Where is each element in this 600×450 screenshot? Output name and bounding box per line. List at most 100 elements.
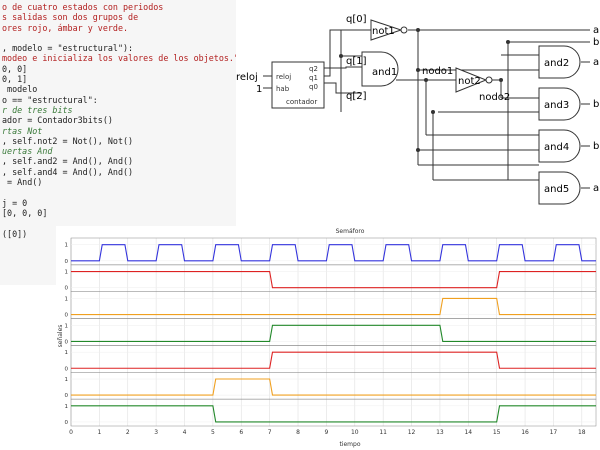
- code-line: o de cuatro estados con periodos: [2, 2, 164, 12]
- y-tick-label: 1: [65, 404, 69, 410]
- wire-q0: [324, 29, 371, 77]
- y-tick-label: 0: [65, 313, 69, 319]
- code-line: o == "estructural":: [2, 94, 98, 105]
- wire-q1: [324, 66, 362, 69]
- signal-series-0: [71, 244, 596, 262]
- and4-label: and4: [544, 142, 569, 153]
- counter-name: contador: [286, 98, 317, 106]
- x-tick-label: 0: [69, 429, 73, 436]
- x-tick-label: 13: [436, 429, 444, 436]
- code-line: [0, 0, 0]: [2, 207, 48, 218]
- code-text[interactable]: o de cuatro estados con periodos s salid…: [0, 0, 236, 239]
- code-line: r de tres bits: [2, 104, 73, 115]
- not2-label: not2: [458, 76, 481, 87]
- x-tick-label: 12: [408, 429, 416, 436]
- counter-out-q0: q0: [309, 83, 318, 91]
- output-6: a: [593, 183, 599, 194]
- code-line: 0, 0]: [2, 63, 28, 74]
- x-tick-label: 14: [464, 429, 472, 436]
- output-5: b: [593, 141, 599, 152]
- signal-series-6: [71, 405, 596, 423]
- y-tick-label: 1: [65, 377, 69, 383]
- x-tick-label: 9: [324, 429, 328, 436]
- x-tick-label: 11: [379, 429, 387, 436]
- signal-series-1: [71, 271, 596, 289]
- output-4: b: [593, 99, 599, 110]
- code-line: , modelo = "estructural"):: [2, 43, 134, 54]
- x-tick-label: 10: [351, 429, 359, 436]
- counter-out-q1: q1: [309, 74, 318, 82]
- code-line: 0, 1]: [2, 74, 28, 85]
- counter-in-hab: hab: [276, 85, 290, 93]
- row-frame: [70, 398, 597, 427]
- code-line: ador = Contador3bits(): [2, 115, 113, 126]
- and1-label: and1: [372, 67, 397, 78]
- wire-q2: [324, 82, 362, 94]
- code-line: s salidas son dos grupos de: [2, 12, 139, 23]
- counter-out-q2: q2: [309, 65, 318, 73]
- label-reloj: reloj: [236, 72, 258, 83]
- y-tick-label: 1: [65, 296, 69, 302]
- wire-not1-out: [408, 29, 419, 165]
- y-tick-label: 0: [65, 339, 69, 345]
- code-line: modelo: [2, 84, 38, 95]
- code-line: , self.and2 = And(), And(): [2, 156, 134, 167]
- x-tick-label: 7: [268, 429, 272, 436]
- label-nodo2: nodo2: [479, 92, 510, 103]
- and2-label: and2: [544, 58, 569, 69]
- code-line: ([0]): [2, 228, 28, 239]
- y-tick-label: 1: [65, 323, 69, 329]
- x-tick-label: 16: [521, 429, 529, 436]
- label-q2: q[2]: [346, 91, 367, 102]
- and5-gate: [538, 171, 581, 205]
- y-tick-label: 1: [65, 243, 69, 249]
- and3-gate: [538, 87, 581, 121]
- and2-gate: [538, 45, 581, 79]
- not1-gate: [370, 19, 403, 41]
- code-line: uertas And: [2, 146, 53, 157]
- output-3: a: [593, 57, 599, 68]
- x-tick-label: 4: [183, 429, 187, 436]
- not2-gate: [455, 67, 488, 93]
- y-tick-label: 0: [65, 366, 69, 372]
- x-tick-label: 5: [211, 429, 215, 436]
- y-tick-label: 1: [65, 350, 69, 356]
- y-tick-label: 0: [65, 420, 69, 426]
- x-tick-label: 18: [578, 429, 586, 436]
- chart-xlabel: tiempo: [339, 441, 360, 448]
- and3-label: and3: [544, 100, 569, 111]
- x-tick-label: 17: [550, 429, 558, 436]
- output-1: a: [593, 25, 599, 36]
- and4-gate: [538, 129, 581, 163]
- counter-block: [271, 61, 325, 109]
- x-tick-label: 8: [296, 429, 300, 436]
- signal-series-3: [71, 324, 596, 342]
- code-line: , self.not2 = Not(), Not(): [2, 135, 134, 146]
- code-line: j = 0: [2, 197, 28, 208]
- and1-gate: [361, 51, 399, 87]
- code-line: ores rojo, ámbar y verde.: [2, 22, 129, 33]
- x-tick-label: 2: [126, 429, 130, 436]
- code-line: modeo e inicializa los valores de los ob…: [2, 53, 236, 64]
- code-line: rtas Not: [2, 125, 43, 136]
- x-tick-label: 6: [239, 429, 243, 436]
- label-nodo1: nodo1: [422, 66, 453, 77]
- and5-label: and5: [544, 184, 569, 195]
- signal-series-2: [71, 297, 596, 316]
- circuit-diagram: reloj hab q2 q1 q0 contador not1 and1 no…: [236, 14, 599, 205]
- x-tick-label: 3: [154, 429, 158, 436]
- y-tick-label: 0: [65, 259, 69, 265]
- counter-in-reloj: reloj: [276, 73, 291, 81]
- y-tick-label: 0: [65, 286, 69, 292]
- label-q0: q[0]: [346, 14, 367, 25]
- label-one: 1: [256, 84, 262, 95]
- y-tick-label: 0: [65, 393, 69, 399]
- label-q1: q[1]: [346, 56, 367, 67]
- signal-series-4: [71, 351, 596, 369]
- chart-title: Semáforo: [336, 228, 365, 235]
- x-tick-label: 1: [97, 429, 101, 436]
- chart-ylabel: señales: [57, 325, 64, 348]
- output-2: b: [593, 37, 599, 48]
- code-line: = And(): [2, 177, 43, 188]
